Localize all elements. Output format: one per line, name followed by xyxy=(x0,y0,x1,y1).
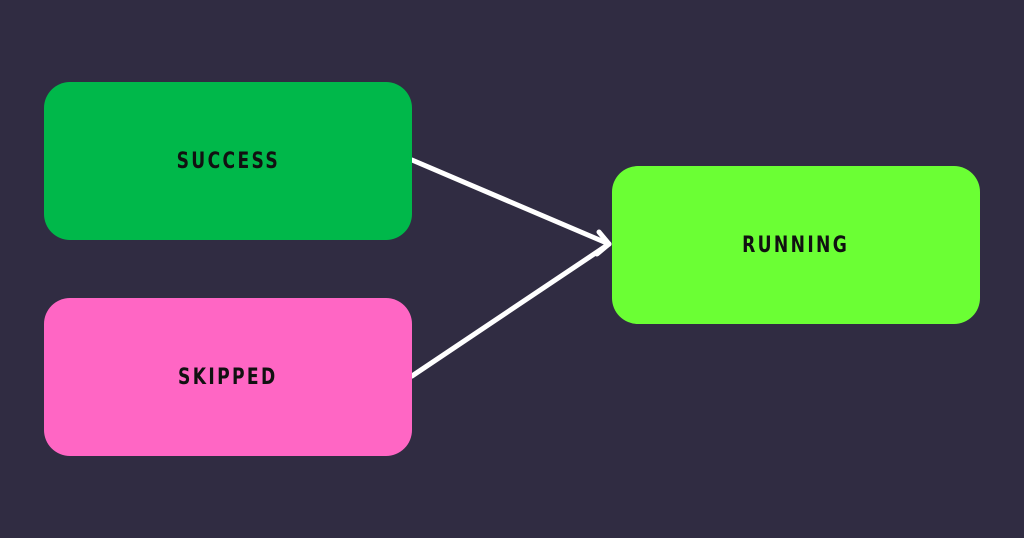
node-running-label: RUNNING xyxy=(742,232,850,258)
node-skipped-label: SKIPPED xyxy=(178,364,278,390)
edge-skipped-to-running xyxy=(409,241,612,379)
node-running: RUNNING xyxy=(612,166,980,324)
node-success-label: SUCCESS xyxy=(176,148,280,174)
arrowhead-icon xyxy=(594,229,612,257)
node-success: SUCCESS xyxy=(44,82,412,240)
node-skipped: SKIPPED xyxy=(44,298,412,456)
edge-success-to-running xyxy=(409,157,612,247)
